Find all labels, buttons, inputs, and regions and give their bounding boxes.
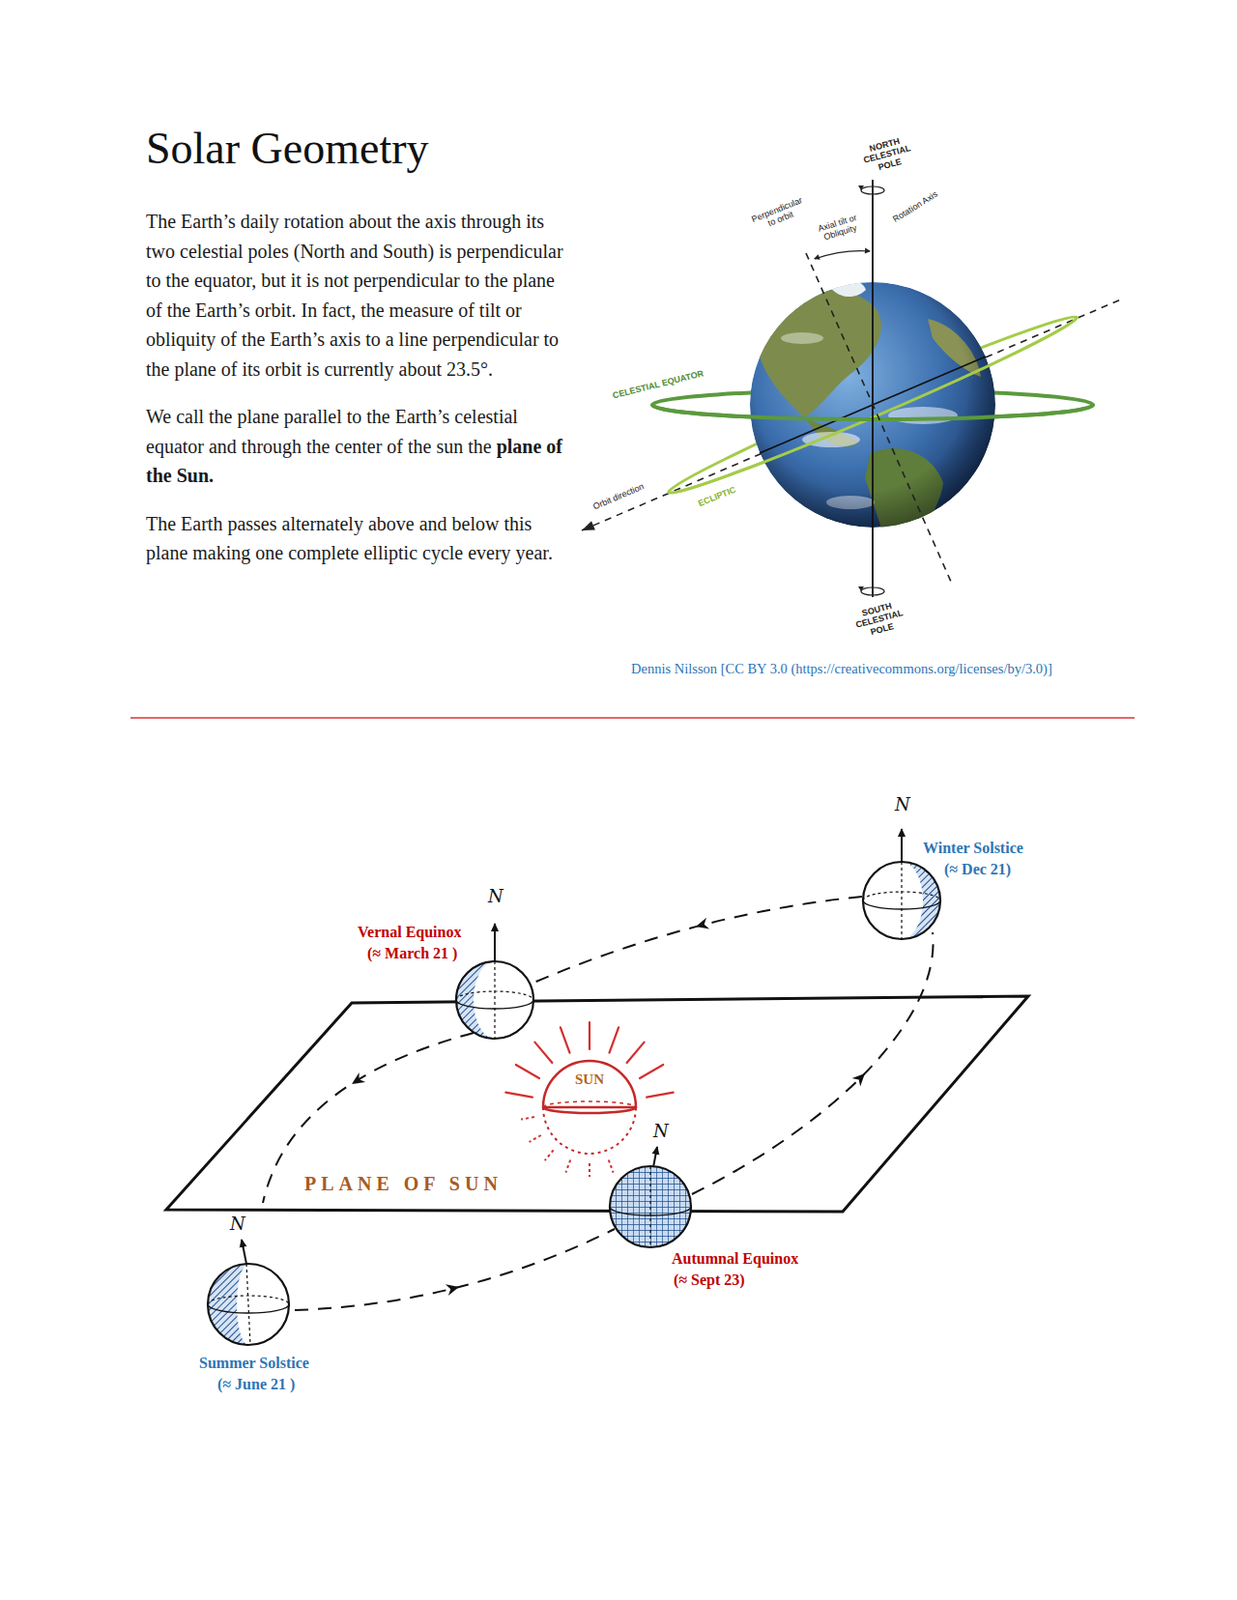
north-mark: N xyxy=(653,1121,669,1143)
season-label: Autumnal Equinox xyxy=(671,1250,799,1268)
plane-label: PLANE OF SUN xyxy=(304,1173,503,1196)
north-mark: N xyxy=(230,1214,246,1236)
earth-vernal xyxy=(456,961,534,1039)
ecliptic-label: ECLIPTIC xyxy=(696,485,738,510)
date-label: (≈ Sept 23) xyxy=(673,1271,746,1290)
paragraph: We call the plane parallel to the Earth’… xyxy=(145,402,564,491)
paragraph-text: We call the plane parallel to the Earth’… xyxy=(145,405,518,458)
sun-symbol xyxy=(505,1022,673,1178)
season-label: Summer Solstice xyxy=(199,1354,310,1373)
paragraph-text: The Earth’s daily rotation about the axi… xyxy=(145,210,564,380)
line-label: Perpendicular to orbit xyxy=(746,193,811,235)
earth-winter xyxy=(863,862,941,940)
rotation-ellipse xyxy=(861,587,885,596)
angle-label: Axial tilt or Obliquity xyxy=(812,211,865,245)
perpendicular-line xyxy=(805,253,951,582)
page-title: Solar Geometry xyxy=(145,121,430,175)
paragraph: The Earth passes alternately above and b… xyxy=(145,509,564,569)
north-mark: N xyxy=(894,795,911,816)
season-label: Vernal Equinox xyxy=(357,923,461,942)
rotation-ellipse xyxy=(861,186,885,195)
earth-figure xyxy=(579,179,1123,598)
north-arrow xyxy=(241,1239,247,1265)
paragraph: The Earth’s daily rotation about the axi… xyxy=(145,206,564,384)
plane-of-sun xyxy=(166,996,1029,1212)
date-label: (≈ March 21 ) xyxy=(367,945,458,963)
axis-label: Rotation Axis xyxy=(891,189,940,226)
earth-summer xyxy=(207,1264,289,1346)
north-arrow xyxy=(653,1147,658,1168)
season-label: Winter Solstice xyxy=(922,839,1024,858)
rotation-arrow xyxy=(858,586,864,592)
tilt-arrow xyxy=(812,254,821,262)
divider-line xyxy=(130,717,1135,720)
sun-node: SUN xyxy=(571,1070,609,1089)
north-mark: N xyxy=(488,887,504,908)
direction-label: Orbit direction xyxy=(591,481,646,512)
tilt-arc xyxy=(814,251,870,259)
orbit-arrows xyxy=(348,918,870,1296)
orbit-arrowhead xyxy=(579,520,596,535)
tilt-arrow xyxy=(864,248,871,255)
date-label: (≈ Dec 21) xyxy=(944,861,1011,879)
north-arrow xyxy=(493,923,496,962)
north-arrow xyxy=(900,829,903,863)
ecliptic-front xyxy=(668,316,1083,503)
rotation-axis xyxy=(871,179,874,598)
orbit-figure xyxy=(166,829,1029,1346)
date-label: (≈ June 21 ) xyxy=(217,1376,295,1394)
sun-label: SUN xyxy=(575,1071,605,1088)
paragraph-text: The Earth passes alternately above and b… xyxy=(145,513,553,565)
pole-label: NORTH CELESTIAL POLE xyxy=(853,132,921,178)
orbit-path xyxy=(262,896,934,1311)
image-credit: Dennis Nilsson [CC BY 3.0 (https://creat… xyxy=(631,661,1053,678)
rotation-arrow xyxy=(858,185,864,191)
body-text: The Earth’s daily rotation about the axi… xyxy=(145,206,564,587)
pole-label: SOUTH CELESTIAL POLE xyxy=(845,597,914,643)
earth-autumnal xyxy=(609,1166,691,1248)
